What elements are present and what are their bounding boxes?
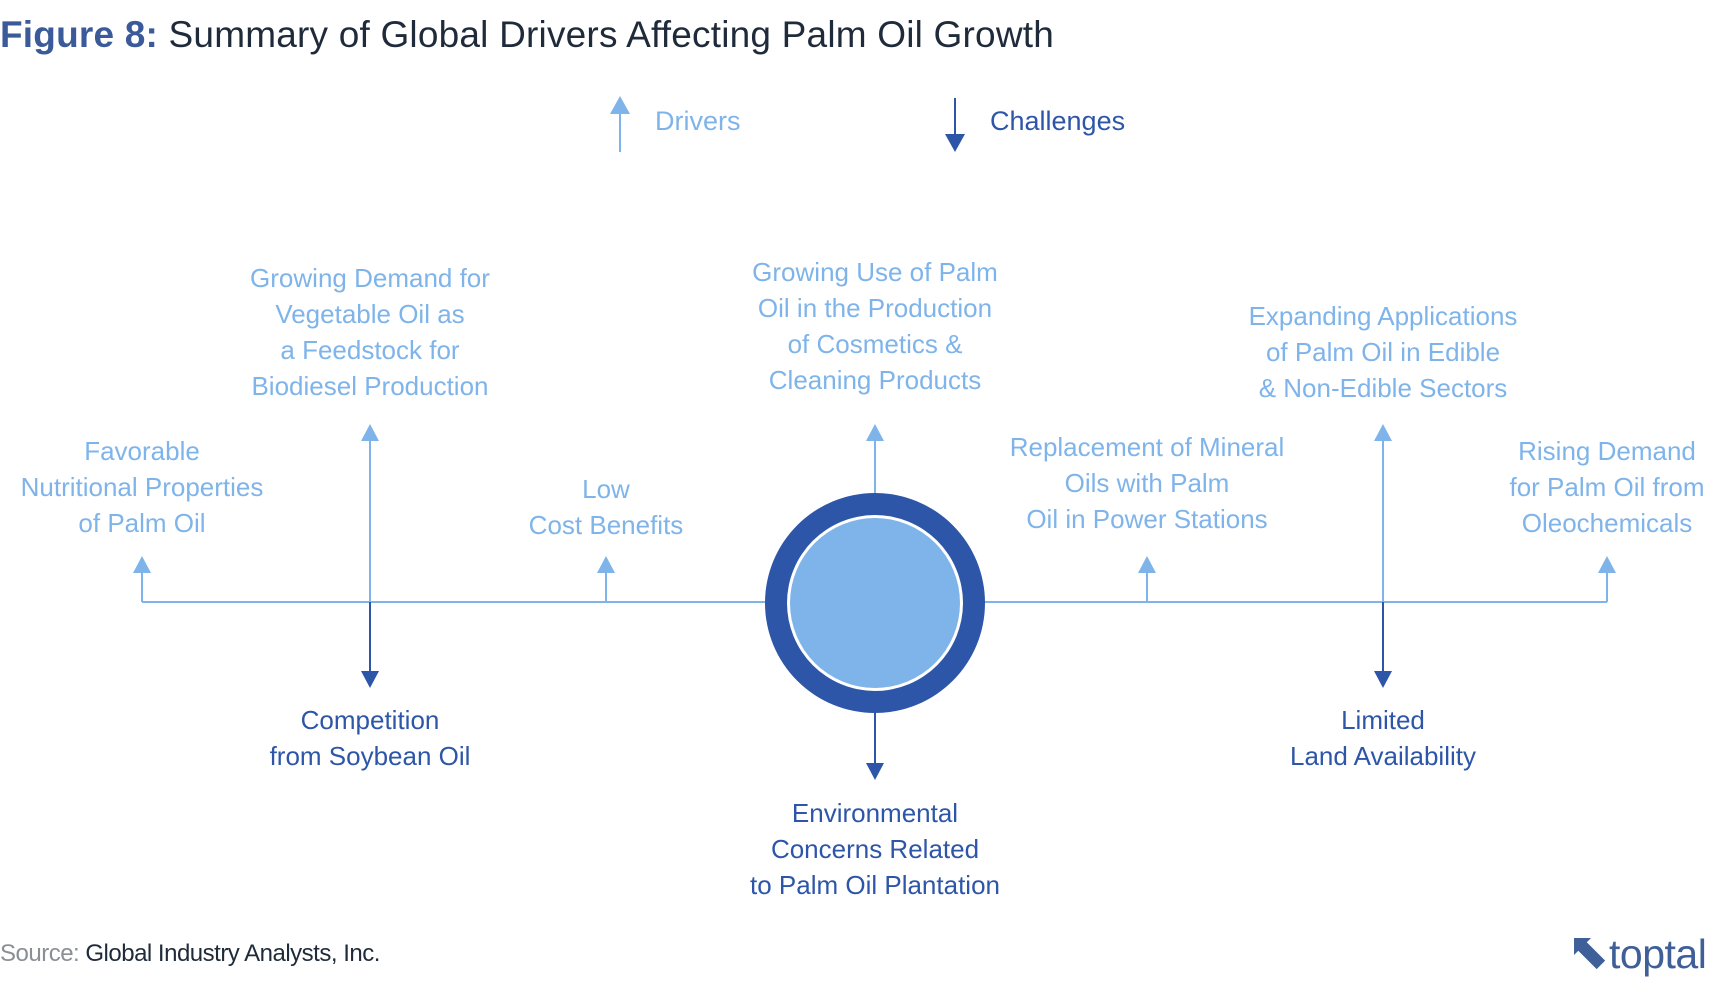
legend-challenges-arrowhead	[945, 134, 965, 152]
driver-arrowhead-2	[361, 424, 379, 441]
driver-label-cosmetics: Growing Use of Palm Oil in the Productio…	[752, 257, 998, 395]
challenge-label-land: Limited Land Availability	[1290, 705, 1476, 771]
driver-label-applications: Expanding Applications of Palm Oil in Ed…	[1248, 301, 1518, 403]
source-note: Source: Global Industry Analysts, Inc.	[0, 940, 380, 968]
figure-title: Summary of Global Drivers Affecting Palm…	[168, 14, 1054, 55]
driver-arrowhead-3	[597, 556, 615, 573]
challenge-label-environmental: Environmental Concerns Related to Palm O…	[749, 798, 1000, 900]
figure-number: Figure 8:	[0, 14, 159, 55]
page-title: Figure 8: Summary of Global Drivers Affe…	[0, 14, 1054, 56]
challenge-label-soybean: Competition from Soybean Oil	[269, 705, 471, 771]
challenge-arrowhead-3	[1374, 671, 1392, 688]
source-label: Source:	[0, 940, 80, 967]
hub-inner-circle	[790, 518, 960, 688]
driver-arrowhead-5	[1138, 556, 1156, 573]
toptal-wordmark: toptal	[1609, 931, 1707, 977]
driver-label-oleochemicals: Rising Demand for Palm Oil from Oleochem…	[1509, 436, 1705, 538]
legend-drivers-label: Drivers	[655, 106, 741, 136]
challenge-arrowhead-2	[866, 763, 884, 780]
driver-arrowhead-1	[133, 556, 151, 573]
driver-label-nutritional: Favorable Nutritional Properties of Palm…	[20, 436, 264, 538]
driver-arrowhead-6	[1374, 424, 1392, 441]
driver-label-low-cost: Low Cost Benefits	[528, 474, 684, 540]
driver-arrowhead-7	[1598, 556, 1616, 573]
legend-drivers-arrowhead	[610, 96, 630, 114]
legend-challenges-label: Challenges	[990, 106, 1126, 136]
driver-label-biodiesel: Growing Demand for Vegetable Oil as a Fe…	[250, 263, 490, 401]
driver-label-mineral-oils: Replacement of Mineral Oils with Palm Oi…	[1009, 432, 1285, 534]
driver-arrowhead-4	[866, 424, 884, 441]
challenge-arrowhead-1	[361, 671, 379, 688]
toptal-logo-icon	[1574, 938, 1606, 970]
toptal-logo: toptal	[1573, 925, 1720, 981]
source-text: Global Industry Analysts, Inc.	[85, 940, 380, 967]
